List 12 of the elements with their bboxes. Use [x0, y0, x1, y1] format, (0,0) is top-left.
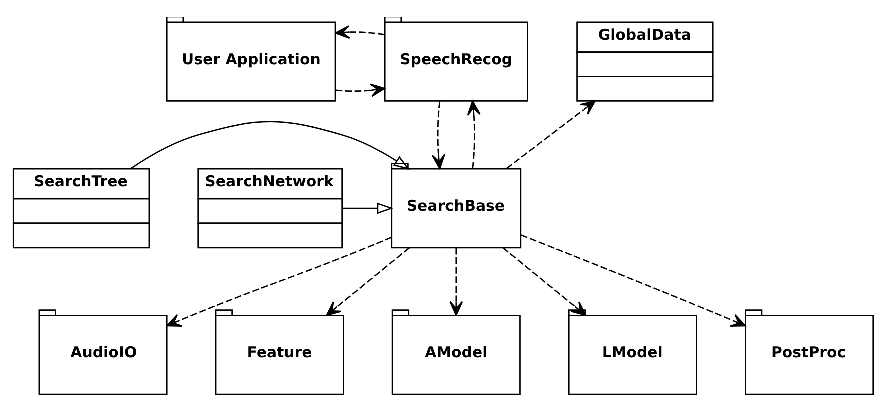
arrow — [506, 100, 596, 169]
arrow — [450, 248, 464, 316]
arrow — [502, 247, 587, 316]
arrow — [432, 100, 446, 169]
arrow — [336, 83, 386, 97]
arrow — [521, 234, 746, 327]
arrow — [342, 202, 394, 214]
arrow — [166, 236, 392, 326]
arrow — [326, 247, 410, 316]
arrow — [335, 25, 385, 39]
arrow — [130, 120, 410, 170]
arrow — [467, 100, 481, 168]
